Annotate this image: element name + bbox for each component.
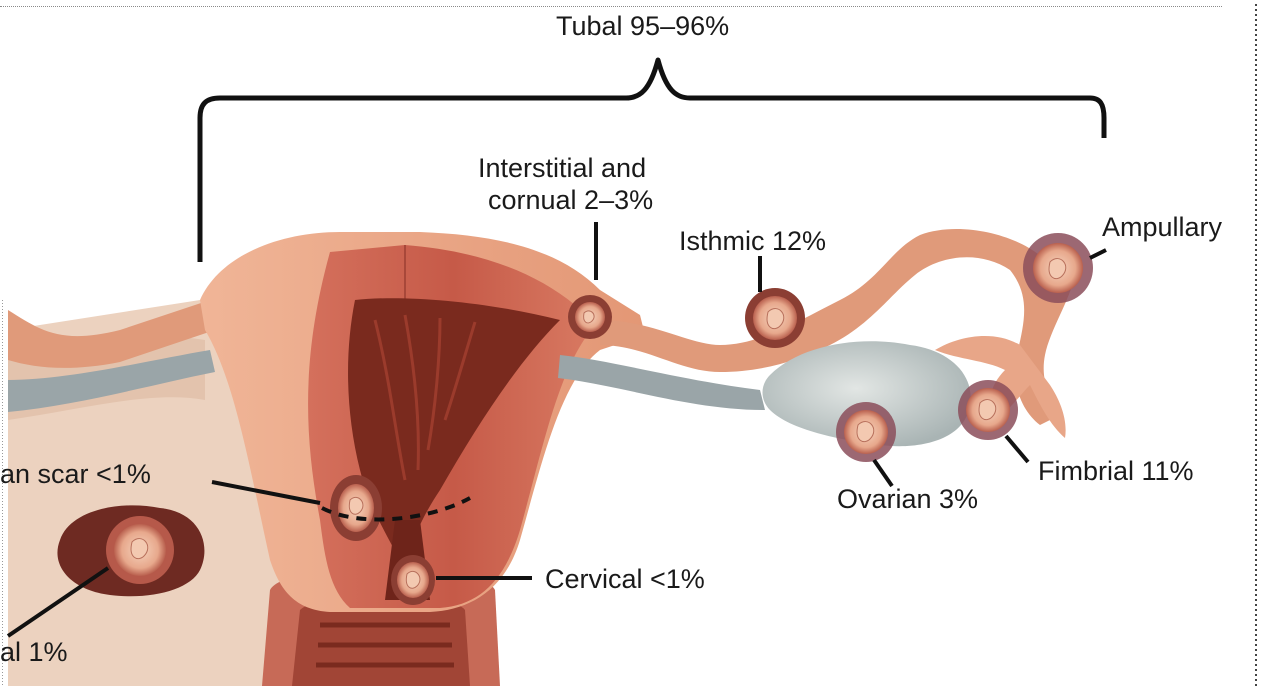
ovarian-label: Ovarian 3% [837, 483, 978, 515]
tubal-title: Tubal 95–96% [556, 10, 729, 42]
right-border [1255, 4, 1257, 686]
cervical-label: Cervical <1% [545, 563, 705, 595]
cesarean-scar-label: an scar <1% [0, 458, 151, 490]
interstitial-label: Interstitial and cornual 2–3% [478, 152, 653, 216]
interstitial-label-line2: cornual 2–3% [478, 184, 653, 216]
fimbrial-label: Fimbrial 11% [1038, 455, 1194, 487]
interstitial-label-line1: Interstitial and [478, 152, 653, 184]
isthmic-label: Isthmic 12% [679, 225, 826, 257]
ampullary-label: Ampullary [1102, 211, 1222, 243]
abdominal-label: al 1% [0, 636, 68, 668]
